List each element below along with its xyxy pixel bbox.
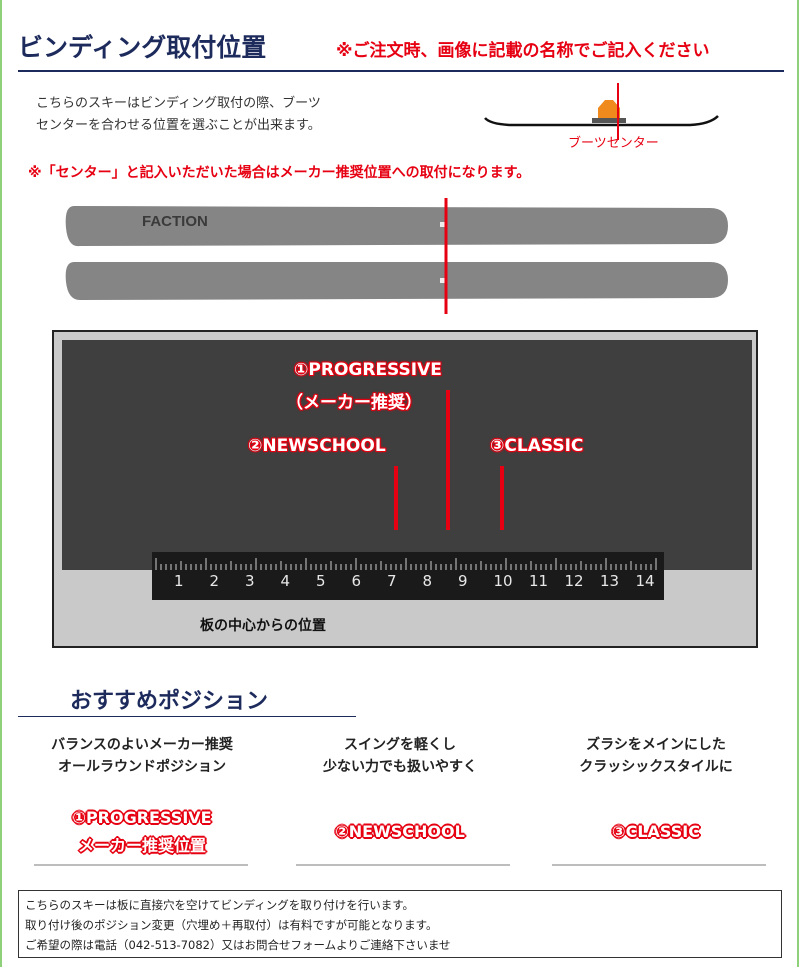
progressive-label: ①PROGRESSIVE <box>294 360 442 380</box>
ruler-number: 11 <box>529 572 549 590</box>
page-border-right <box>797 0 799 967</box>
progressive-badge: ①PROGRESSIVE <box>72 808 212 827</box>
ski-top <box>65 206 728 247</box>
position-diagram-background <box>62 340 752 570</box>
column-desc-line: 少ない力でも扱いやすく <box>323 759 477 775</box>
ruler-number: 14 <box>635 572 655 590</box>
center-note: ※「センター」と記入いただいた場合はメーカー推奨位置への取付になります。 <box>28 165 531 181</box>
ruler-number: 1 <box>174 572 184 590</box>
position-caption: 板の中心からの位置 <box>200 618 326 634</box>
intro-line: センターを合わせる位置を選ぶことが出来ます。 <box>36 118 321 133</box>
ruler-number: 9 <box>458 572 468 590</box>
ruler-ticks <box>155 558 657 570</box>
footer-line: ご希望の際は電話（042-513-7082）又はお問合せフォームよりご連絡下さい… <box>25 938 451 952</box>
intro-text: こちらのスキーはビンディング取付の際、ブーツ センターを合わせる位置を選ぶことが… <box>36 93 321 137</box>
intro-line: こちらのスキーはビンディング取付の際、ブーツ <box>36 96 321 111</box>
ruler-number: 7 <box>387 572 397 590</box>
ski-bottom-insert <box>440 278 445 283</box>
position-diagram: ①PROGRESSIVE （メーカー推奨） ②NEWSCHOOL ③CLASSI… <box>52 330 758 648</box>
classic-badge: ③CLASSIC <box>612 822 700 841</box>
recommend-title: おすすめポジション <box>70 689 269 714</box>
ski-bottom <box>65 262 728 300</box>
header-divider <box>18 70 784 72</box>
ruler-number: 13 <box>600 572 620 590</box>
progressive-marker <box>446 390 450 530</box>
ruler-number: 5 <box>316 572 326 590</box>
newschool-badge: ②NEWSCHOOL <box>335 822 465 841</box>
binding-base <box>592 118 626 123</box>
classic-label: ③CLASSIC <box>490 436 584 456</box>
ski-pair-image: FACTION <box>65 198 728 314</box>
column-desc-line: スイングを軽くし <box>344 737 456 753</box>
ski-profile <box>484 115 719 127</box>
ski-brand-text: FACTION <box>142 213 208 230</box>
column-divider <box>296 864 510 866</box>
ruler-number: 3 <box>245 572 255 590</box>
newschool-label: ②NEWSCHOOL <box>248 436 386 456</box>
ruler-number: 10 <box>493 572 513 590</box>
recommend-column-newschool: スイングを軽くし 少ない力でも扱いやすく ②NEWSCHOOL <box>280 734 520 846</box>
footer-line: こちらのスキーは板に直接穴を空けてビンディングを取り付けを行います。 <box>25 898 415 912</box>
recommend-divider <box>18 716 356 717</box>
recommend-column-progressive: バランスのよいメーカー推奨 オールラウンドポジション ①PROGRESSIVE … <box>22 734 262 860</box>
progressive-badge-sub: メーカー推奨位置 <box>77 836 206 855</box>
recommend-column-classic: ズラシをメインにした クラッシックスタイルに ③CLASSIC <box>536 734 776 846</box>
footer-notice: こちらのスキーは板に直接穴を空けてビンディングを取り付けを行います。 取り付け後… <box>18 890 782 958</box>
column-divider <box>552 864 766 866</box>
ruler-number: 2 <box>209 572 220 590</box>
page-title: ビンディング取付位置 <box>18 33 267 62</box>
column-desc-line: クラッシックスタイルに <box>579 759 733 775</box>
progressive-sublabel: （メーカー推奨） <box>286 393 422 413</box>
page-border-left <box>0 0 2 967</box>
column-desc-line: ズラシをメインにした <box>586 737 726 753</box>
boot-on-ski-illustration <box>484 83 719 140</box>
boot-center-label: ブーツセンター <box>568 136 659 151</box>
column-desc-line: バランスのよいメーカー推奨 <box>51 737 233 753</box>
classic-marker <box>500 466 504 530</box>
column-divider <box>34 864 248 866</box>
ruler-number: 12 <box>564 572 584 590</box>
binding-shape <box>598 100 620 122</box>
newschool-marker <box>394 466 398 530</box>
column-desc-line: オールラウンドポジション <box>58 759 226 775</box>
ski-top-insert <box>440 222 445 227</box>
order-notice: ※ご注文時、画像に記載の名称でご記入ください <box>336 41 710 61</box>
footer-line: 取り付け後のポジション変更（穴埋め＋再取付）は有料ですが可能となります。 <box>25 918 438 932</box>
ruler-number: 6 <box>351 572 362 590</box>
ruler-number: 4 <box>280 572 291 590</box>
ruler-number: 8 <box>422 572 433 590</box>
